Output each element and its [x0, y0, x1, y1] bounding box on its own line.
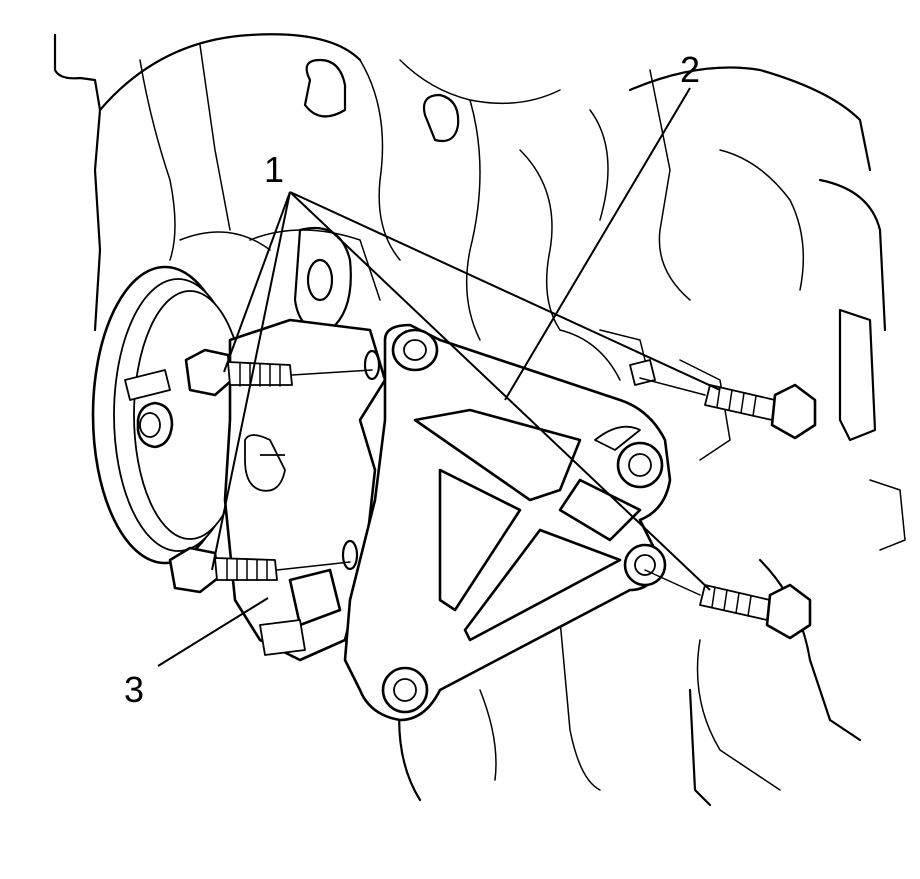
- alignment-lines: [276, 369, 706, 596]
- leader-2-bracket: [504, 87, 691, 401]
- bracket: [343, 323, 672, 722]
- callout-bolts: 1: [264, 149, 284, 190]
- callout-pump: 3: [124, 669, 144, 710]
- leader-lines: [157, 87, 721, 667]
- leader-3-pump: [157, 597, 269, 667]
- bolt-lower-left: [168, 546, 278, 594]
- leader-1-lower-right: [289, 191, 711, 591]
- callout-bracket: 2: [680, 49, 700, 90]
- leader-1-upper-right: [289, 191, 721, 391]
- leader-1-upper-left: [223, 191, 291, 373]
- bolt-lower-right: [699, 583, 812, 640]
- bolt-upper-right: [704, 383, 817, 440]
- leader-1-lower-left: [211, 191, 291, 571]
- bolt-upper-left: [184, 348, 293, 397]
